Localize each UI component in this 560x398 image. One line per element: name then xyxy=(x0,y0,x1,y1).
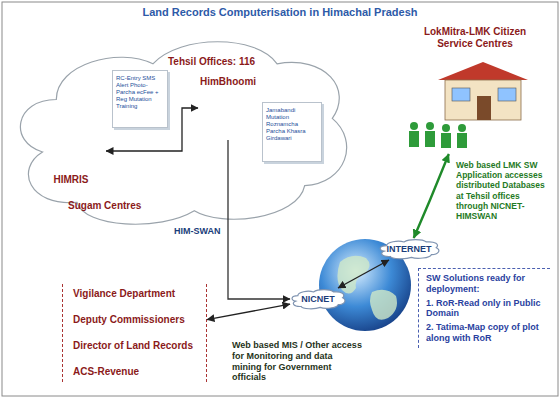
text-holder: ACS-Revenue xyxy=(73,366,196,378)
text-holder: HimBhoomi xyxy=(200,76,256,88)
node-label: LokMitra-LMK Citizen Service Centres xyxy=(405,26,545,50)
node-label: 1. RoR-Read only in Public Domain xyxy=(426,298,546,320)
node-label: Director of Land Records xyxy=(73,340,196,352)
text-holder: NICNET xyxy=(301,294,335,305)
lokmitra-centre: LokMitra-LMK Citizen Service Centres xyxy=(405,26,545,154)
text-holder: Director of Land Records xyxy=(73,340,196,352)
text-holder: SW Solutions ready for deployment: xyxy=(426,273,546,295)
title-text: Land Records Computerisation in Himachal… xyxy=(0,6,560,18)
edge-label-holder: HIM-SWAN xyxy=(172,226,223,237)
document-sheet: Jamabandi Mutation Roznamcha Parcha Khas… xyxy=(262,102,322,162)
solutions-box: SW Solutions ready for deployment: 1. RoR… xyxy=(418,268,550,348)
node-label: HIMRIS xyxy=(54,174,89,186)
node-label: Sugam Centres xyxy=(68,200,141,212)
citizen xyxy=(426,122,434,130)
citizen xyxy=(457,133,467,148)
text-holder: HIMRIS xyxy=(54,174,89,186)
network-cloud: INTERNET xyxy=(378,238,440,260)
edge-label-holder: Web based LMK SW Application accesses di… xyxy=(456,160,552,221)
node-label: NICNET xyxy=(301,294,335,305)
node-label: INTERNET xyxy=(387,244,432,255)
himbhoomi-workstation: HimBhoomi xyxy=(198,76,258,140)
edge-label-holder: Web based MIS / Other access for Monitor… xyxy=(232,340,364,383)
text-holder: Sugam Centres xyxy=(68,200,141,212)
cloud-outline xyxy=(292,290,345,309)
officials-list: Vigilance DepartmentDeputy Commissioners… xyxy=(62,284,207,382)
text-holder: RC-Entry SMS Alert Photo-Parcha ecFee + … xyxy=(116,75,164,109)
connector xyxy=(207,304,290,319)
text-holder: Tehsil Offices: 116 xyxy=(168,56,255,68)
node-label: Tehsil Offices: 116 xyxy=(168,56,255,68)
citizen xyxy=(425,131,435,147)
connector xyxy=(338,260,389,288)
roof xyxy=(438,62,528,80)
door xyxy=(477,96,491,120)
network-cloud: NICNET xyxy=(290,288,346,310)
cloud-outline xyxy=(380,240,439,259)
citizens xyxy=(409,122,467,148)
node-label: 2. Tatima-Map copy of plot along with Ro… xyxy=(426,322,546,344)
text-holder: LokMitra-LMK Citizen Service Centres xyxy=(405,26,545,50)
connector-label: Web based MIS / Other access for Monitor… xyxy=(232,340,364,383)
connector xyxy=(414,154,449,238)
window xyxy=(452,88,470,101)
tehsil-cloud: Tehsil Offices: 116Sugam Centres RC-Entry… xyxy=(8,26,353,236)
text-holder: 2. Tatima-Map copy of plot along with Ro… xyxy=(426,322,546,344)
node-label: HimBhoomi xyxy=(200,76,256,88)
citizen xyxy=(410,122,418,130)
connector xyxy=(228,140,290,299)
citizen xyxy=(409,131,419,147)
text-holder: Jamabandi Mutation Roznamcha Parcha Khas… xyxy=(266,107,318,141)
text-holder: INTERNET xyxy=(387,244,432,255)
text-holder: 1. RoR-Read only in Public Domain xyxy=(426,298,546,320)
node-label: RC-Entry SMS Alert Photo-Parcha ecFee + … xyxy=(116,75,164,109)
window xyxy=(498,88,516,101)
connector-label: Web based LMK SW Application accesses di… xyxy=(456,160,552,221)
globe-land xyxy=(370,290,397,320)
node-label: ACS-Revenue xyxy=(73,366,196,378)
cloud-outline xyxy=(20,42,346,224)
centre-building xyxy=(445,80,521,120)
node-label: Jamabandi Mutation Roznamcha Parcha Khas… xyxy=(266,107,318,141)
himris-workstation: HIMRIS xyxy=(36,116,106,186)
connector xyxy=(106,108,198,151)
connector-label: HIM-SWAN xyxy=(172,226,223,237)
citizen xyxy=(458,124,466,132)
document-sheet: RC-Entry SMS Alert Photo-Parcha ecFee + … xyxy=(112,70,168,128)
node-label: Deputy Commissioners xyxy=(73,314,196,326)
text-holder: Deputy Commissioners xyxy=(73,314,196,326)
text-holder: Vigilance Department xyxy=(73,288,196,300)
citizen xyxy=(442,124,450,132)
globe-land xyxy=(337,256,369,294)
node-label: Vigilance Department xyxy=(73,288,196,300)
node-label: SW Solutions ready for deployment: xyxy=(426,273,546,295)
citizen xyxy=(441,133,451,148)
